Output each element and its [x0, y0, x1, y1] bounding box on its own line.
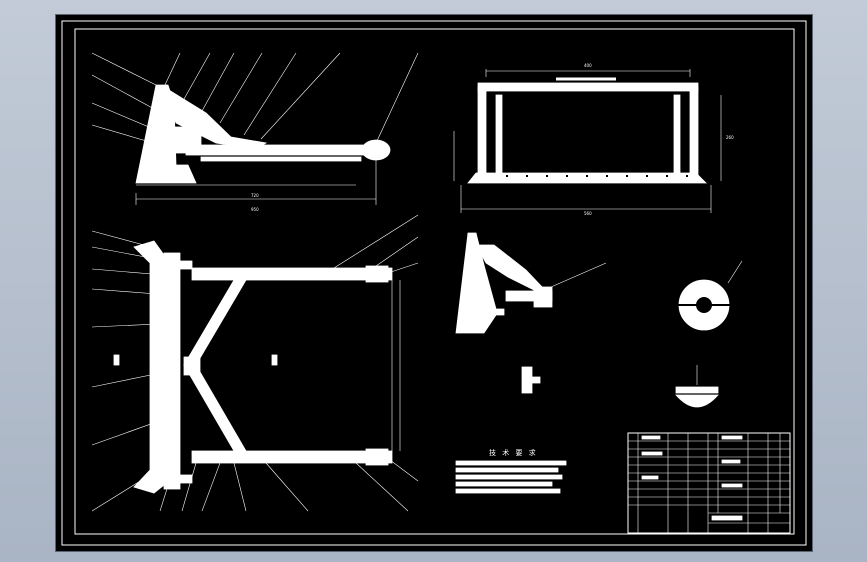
- detail-view-d: [675, 365, 719, 408]
- outer-frame: [61, 20, 807, 546]
- plan-view: [91, 214, 419, 512]
- detail-view-c: [521, 366, 541, 394]
- detail-view-b: [676, 260, 743, 331]
- side-length-dim: 720: [251, 193, 259, 198]
- side-view: 720 950: [91, 52, 419, 212]
- inner-frame: [74, 28, 795, 535]
- drawing-sheet[interactable]: 720 950: [55, 14, 813, 552]
- detail-view-a: [455, 232, 607, 334]
- front-top-dim: 400: [584, 63, 592, 68]
- drawing-canvas: 720 950: [61, 20, 807, 546]
- side-width-dim: 950: [251, 207, 259, 212]
- front-base-dim: 560: [584, 211, 592, 216]
- tech-requirements-title: 技 术 要 求: [489, 448, 538, 457]
- tech-requirements: 技 术 要 求: [455, 448, 567, 494]
- front-height-dim: 260: [726, 135, 734, 140]
- title-block: [627, 432, 791, 534]
- front-view: 400 260 560: [453, 63, 734, 216]
